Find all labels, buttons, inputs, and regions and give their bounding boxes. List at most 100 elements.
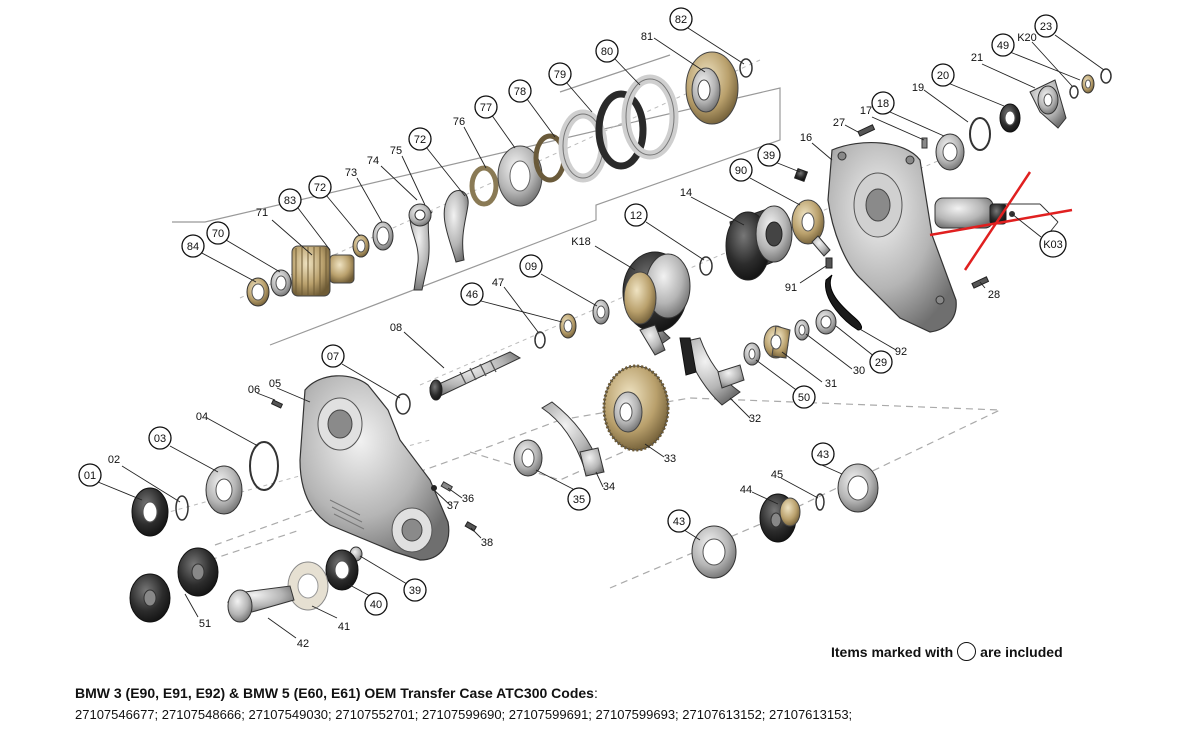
part-51-flex-discs: [129, 547, 219, 623]
svg-text:31: 31: [825, 378, 837, 390]
part-37-ball: [431, 485, 437, 491]
part-38-bolt: [464, 521, 478, 532]
svg-text:77: 77: [480, 102, 492, 114]
svg-text:72: 72: [314, 182, 326, 194]
callout-79: 79: [548, 62, 572, 86]
page-title: BMW 3 (E90, E91, E92) & BMW 5 (E60, E61)…: [75, 685, 598, 701]
part-82-snap-ring: [739, 58, 753, 78]
svg-text:84: 84: [187, 241, 199, 253]
callout-40: 40: [364, 592, 388, 616]
svg-text:75: 75: [390, 145, 402, 157]
title-colon: :: [593, 685, 598, 701]
svg-text:82: 82: [675, 14, 687, 26]
svg-text:90: 90: [735, 165, 747, 177]
part-27-bolt: [857, 124, 876, 137]
svg-text:34: 34: [603, 481, 615, 493]
part-44-gear: [759, 493, 801, 543]
part-76-ring: [469, 165, 499, 207]
svg-text:K20: K20: [1017, 32, 1037, 44]
part-71-gear-shaft: [291, 245, 355, 297]
svg-text:42: 42: [297, 638, 309, 650]
svg-text:04: 04: [196, 411, 208, 423]
svg-text:17: 17: [860, 105, 872, 117]
callout-K03: K03: [1039, 230, 1067, 258]
svg-text:23: 23: [1040, 21, 1052, 33]
svg-text:06: 06: [248, 384, 260, 396]
svg-text:32: 32: [749, 413, 761, 425]
svg-text:39: 39: [763, 150, 775, 162]
plain-labels: 81 76 75 74 73 71 16 27 17 19 21 K20 14 …: [108, 31, 1037, 650]
callout-43-left: 43: [667, 509, 691, 533]
callout-82: 82: [669, 7, 693, 31]
svg-text:27: 27: [833, 117, 845, 129]
svg-text:83: 83: [284, 195, 296, 207]
svg-text:79: 79: [554, 69, 566, 81]
svg-text:78: 78: [514, 86, 526, 98]
svg-text:80: 80: [601, 46, 613, 58]
part-91-clip: [825, 257, 833, 269]
callout-49: 49: [991, 33, 1015, 57]
svg-text:29: 29: [875, 357, 887, 369]
callout-07: 07: [321, 344, 345, 368]
part-80-friction-plate: [595, 90, 647, 170]
not-included-cross: [929, 171, 1073, 271]
part-19-snap-ring: [969, 117, 991, 151]
part-47-snap-ring: [534, 331, 546, 349]
callout-18: 18: [871, 91, 895, 115]
parts: [129, 51, 1112, 623]
part-23-ring: [1100, 68, 1112, 84]
circle-marker-icon: [957, 642, 977, 661]
legend-text-before: Items marked with: [831, 643, 954, 660]
svg-text:45: 45: [771, 469, 783, 481]
svg-text:02: 02: [108, 454, 120, 466]
part-08-output-shaft: [429, 351, 522, 401]
svg-text:05: 05: [269, 378, 281, 390]
callout-43-right: 43: [811, 442, 835, 466]
part-39-nut: [793, 167, 809, 183]
svg-text:41: 41: [338, 621, 350, 633]
svg-text:03: 03: [154, 433, 166, 445]
svg-text:28: 28: [988, 289, 1000, 301]
svg-text:44: 44: [740, 484, 752, 496]
svg-text:49: 49: [997, 40, 1009, 52]
svg-text:19: 19: [912, 82, 924, 94]
svg-text:21: 21: [971, 52, 983, 64]
callout-20: 20: [931, 63, 955, 87]
part-31-cam: [763, 325, 791, 359]
svg-text:09: 09: [525, 261, 537, 273]
part-72-fork: [443, 190, 469, 263]
callout-39-upper: 39: [757, 143, 781, 167]
svg-text:37: 37: [447, 500, 459, 512]
svg-text:16: 16: [800, 132, 812, 144]
callout-77: 77: [474, 95, 498, 119]
part-05-main-housing: [299, 375, 450, 561]
svg-text:35: 35: [573, 494, 585, 506]
callout-35: 35: [567, 487, 591, 511]
callout-83: 83: [278, 188, 302, 212]
callout-46: 46: [460, 282, 484, 306]
svg-text:46: 46: [466, 289, 478, 301]
callout-23: 23: [1034, 14, 1058, 38]
title-text: BMW 3 (E90, E91, E92) & BMW 5 (E60, E61)…: [75, 685, 594, 701]
callout-09: 09: [519, 254, 543, 278]
part-21-flange: [1029, 79, 1067, 129]
svg-text:76: 76: [453, 116, 465, 128]
svg-text:K18: K18: [571, 236, 591, 248]
svg-text:18: 18: [877, 98, 889, 110]
callout-12: 12: [624, 203, 648, 227]
svg-text:12: 12: [630, 210, 642, 222]
svg-text:33: 33: [664, 453, 676, 465]
part-32-shift-fork: [679, 337, 745, 406]
callout-80: 80: [595, 39, 619, 63]
part-75-lever: [408, 203, 433, 291]
part-06-pin: [270, 399, 284, 409]
callout-29: 29: [869, 350, 893, 374]
svg-text:14: 14: [680, 187, 692, 199]
part-07-snap-ring: [395, 393, 411, 415]
callout-39-lower: 39: [403, 578, 427, 602]
svg-text:43: 43: [673, 516, 685, 528]
part-90-cam-plate: [791, 199, 831, 257]
callout-90: 90: [729, 158, 753, 182]
svg-text:20: 20: [937, 70, 949, 82]
part-17-pin: [921, 137, 928, 149]
